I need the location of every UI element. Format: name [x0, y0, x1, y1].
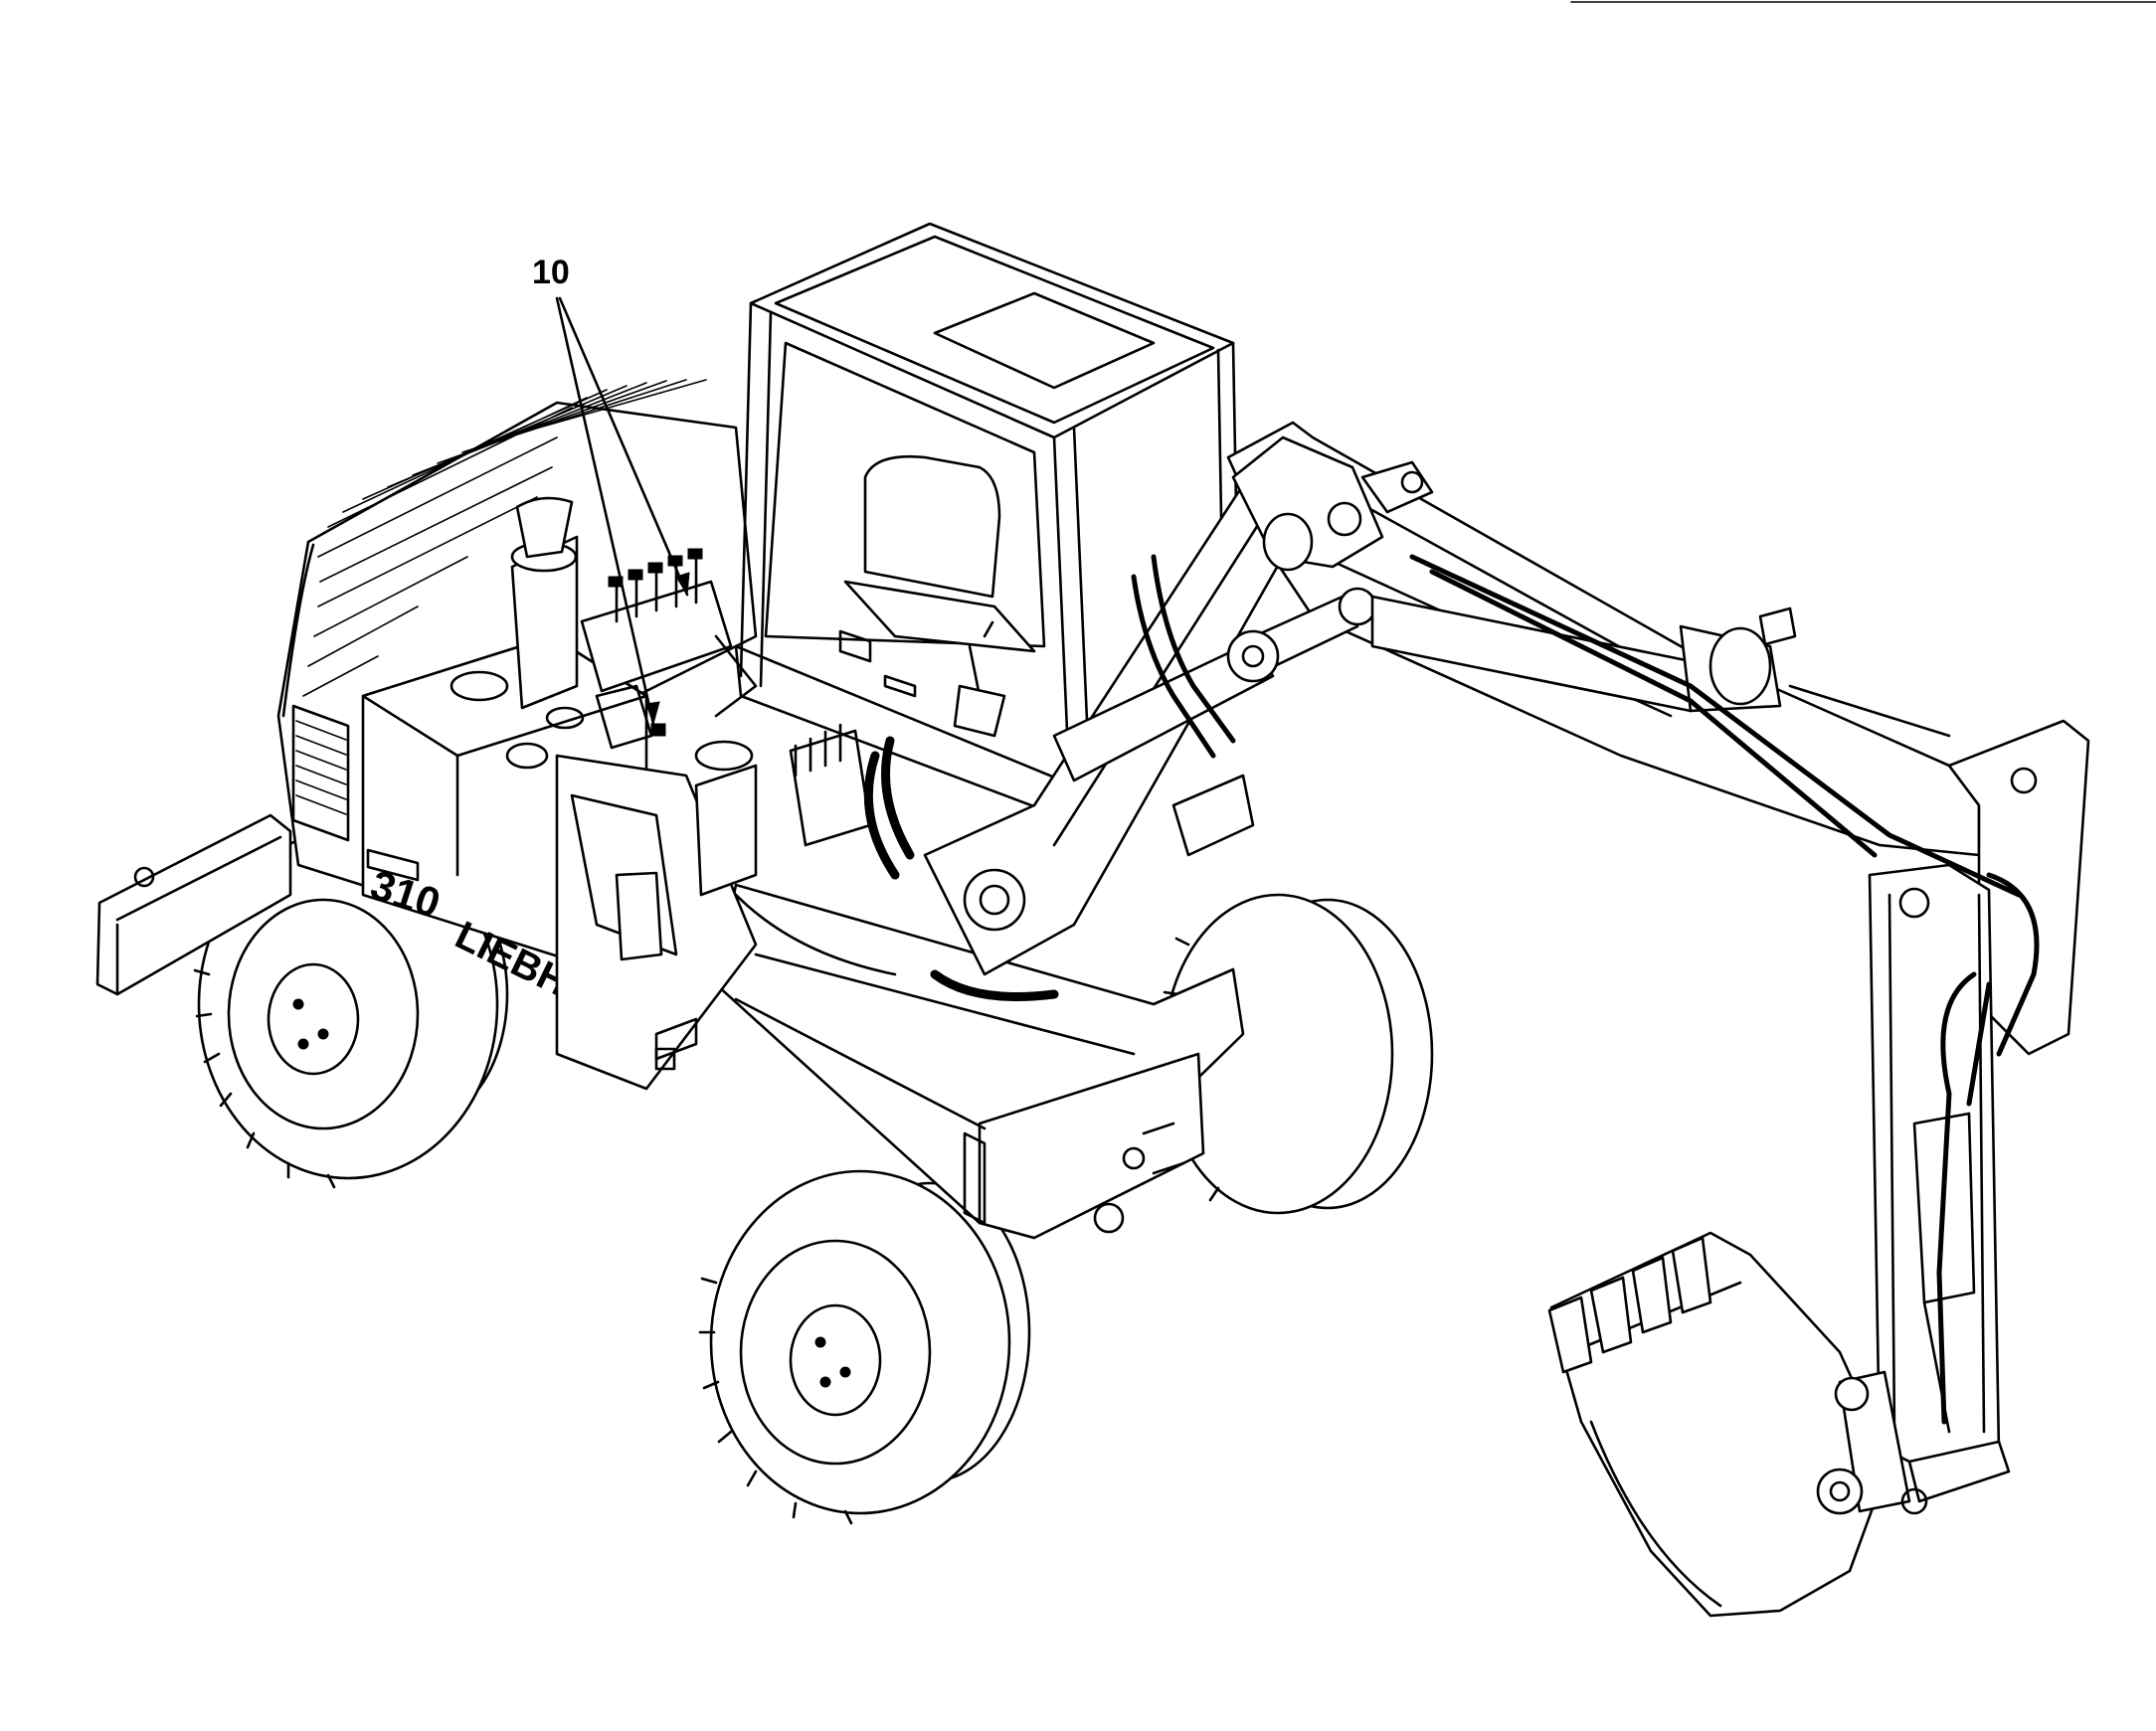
- callout-arrowhead-1: [645, 701, 660, 726]
- boom-head-joint: [1231, 435, 1434, 572]
- front-left-wheel-pair: [698, 1169, 1031, 1525]
- boom-cylinders: [1052, 587, 1377, 857]
- callout-leader-line-1: [555, 296, 655, 726]
- callout-label: 10: [532, 254, 570, 291]
- dozer-blade: [95, 813, 292, 996]
- operator-cab: [734, 222, 1240, 827]
- exhaust-stack: [510, 496, 579, 710]
- rear-left-wheel-pair: [190, 828, 509, 1189]
- bucket: [1547, 1231, 2011, 1618]
- front-right-wheel-pair: [1162, 893, 1434, 1215]
- callout-arrowhead-2: [675, 572, 690, 597]
- valve-block: [580, 548, 758, 750]
- stick-arm: [1868, 863, 2001, 1473]
- stick-cylinder: [1370, 595, 1951, 738]
- callout-leader-line-2: [558, 296, 689, 597]
- callout-10: 10: [532, 254, 690, 726]
- hydraulic-hoses: [863, 554, 2040, 1425]
- undercarriage: [714, 883, 1245, 1240]
